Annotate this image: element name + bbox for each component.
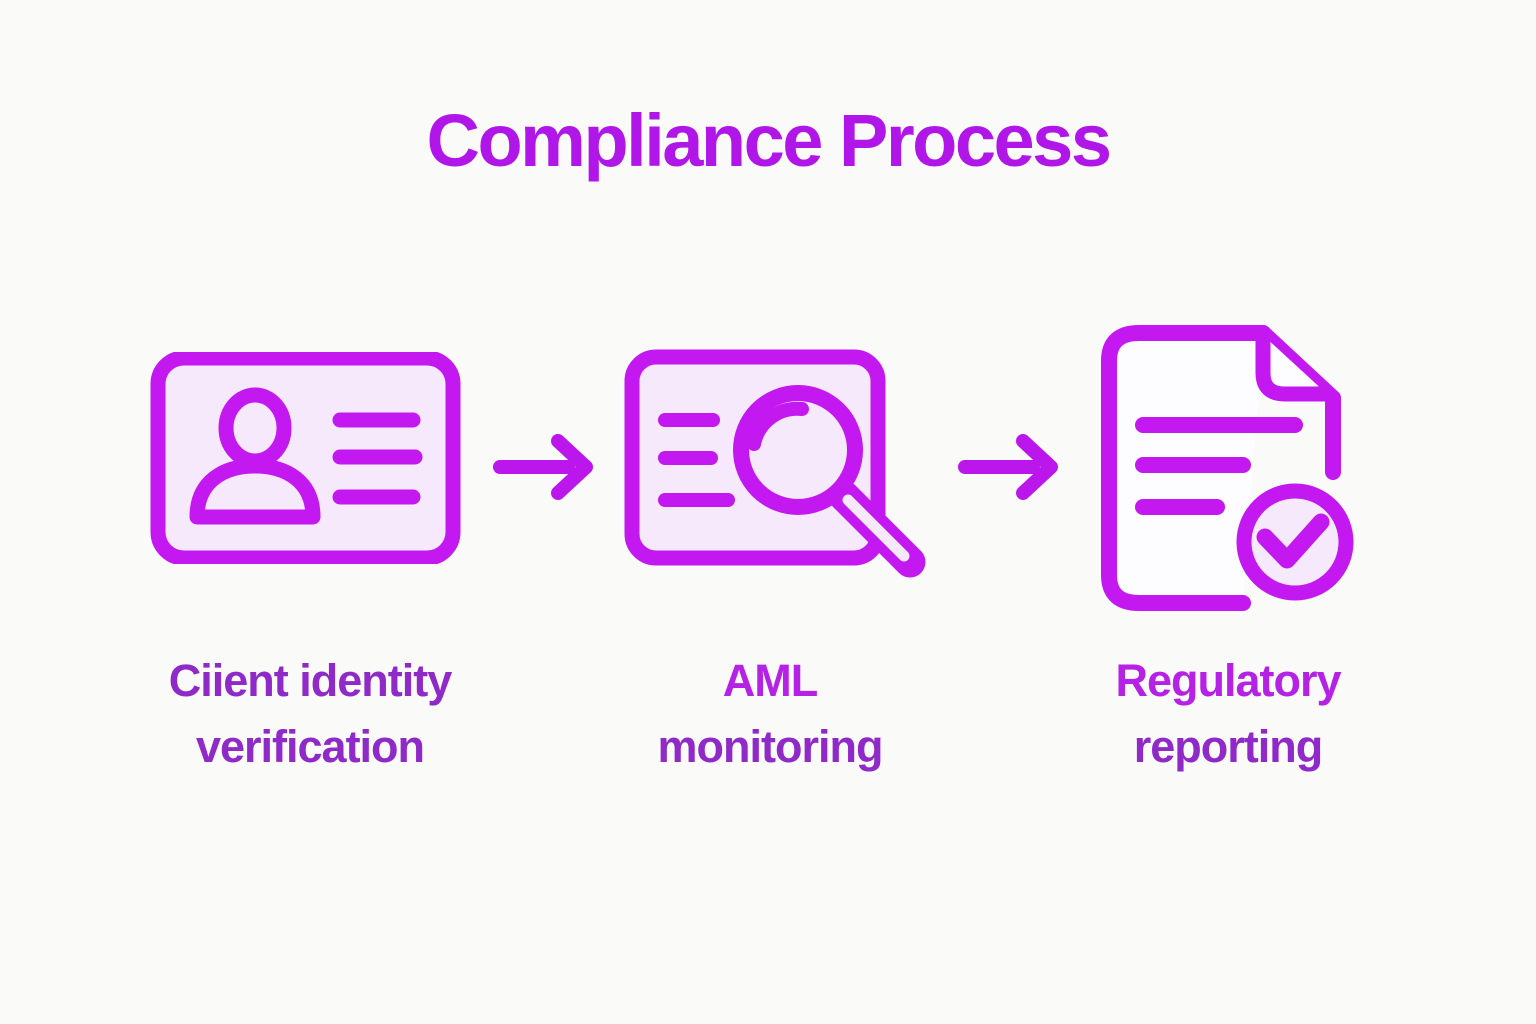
step-1-icon-box [150, 350, 461, 569]
step-2-label-line1: AML [722, 655, 818, 706]
right-arrow-icon [493, 434, 593, 500]
arrow-1-box [490, 428, 598, 509]
step-1-label-line2: verification [195, 721, 425, 772]
step-1-label-line1: Ciient identity [168, 655, 453, 706]
page-fold-icon [1255, 327, 1335, 402]
page-title: Compliance Process [426, 99, 1112, 182]
right-arrow-icon [958, 434, 1058, 500]
arrow-2-box [955, 428, 1063, 509]
checkmark-icon [1256, 513, 1330, 569]
step-2-icon-box [620, 348, 932, 595]
person-shoulders-icon [189, 458, 321, 525]
step-3-label-line2: reporting [1133, 721, 1324, 772]
person-head-icon [218, 387, 292, 469]
id-card-icon [150, 350, 461, 566]
step-3-icon-box [1095, 325, 1355, 622]
step-3-label-line1: Regulatory [1115, 655, 1341, 706]
document-magnifier-icon [624, 349, 926, 578]
lens-highlight-arc [747, 401, 809, 451]
document-check-icon [1101, 325, 1354, 611]
step-1-label: Ciient identity verification [90, 648, 530, 780]
step-3-label: Regulatory reporting [1008, 648, 1448, 780]
step-2-label-line2: monitoring [657, 721, 884, 772]
step-2-label: AML monitoring [550, 648, 990, 780]
